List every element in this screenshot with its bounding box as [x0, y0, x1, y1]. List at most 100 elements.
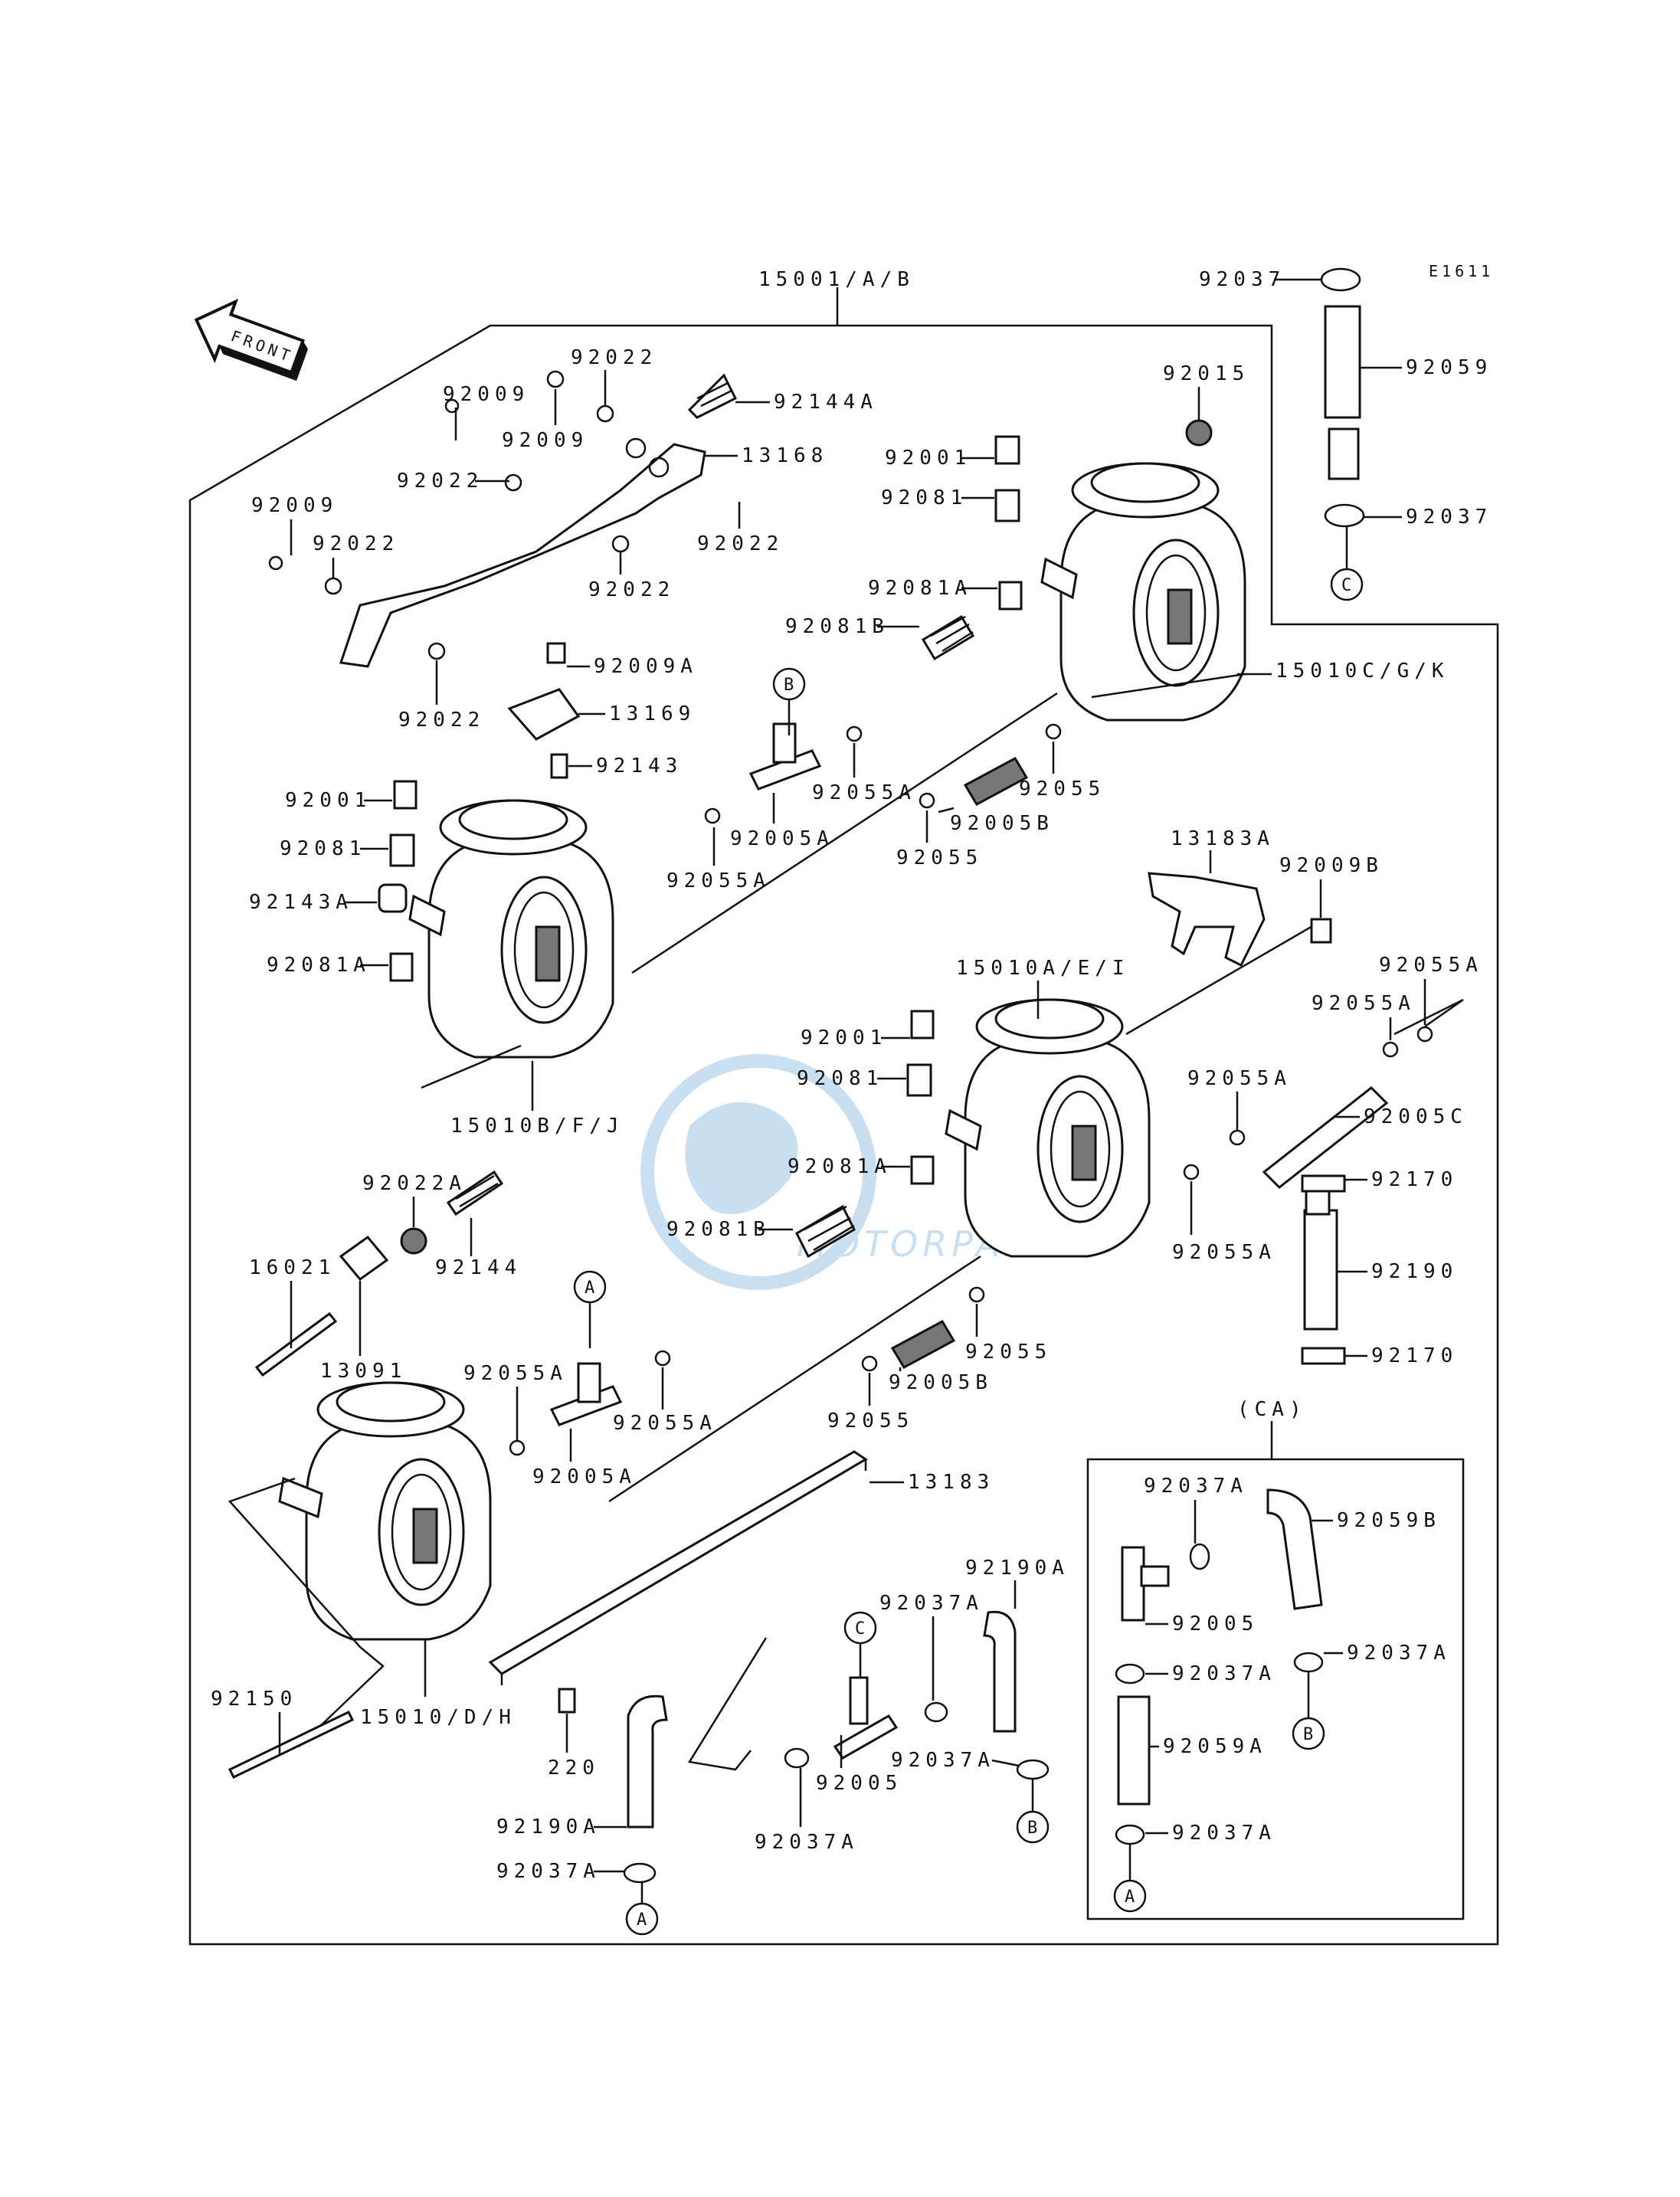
- label-92081-b: 92081: [280, 837, 366, 860]
- label-92009-a: 92009: [443, 383, 529, 406]
- label-92055A-c: 92055A: [1379, 954, 1483, 977]
- carburetor-3: [945, 998, 1151, 1258]
- carburetor-1: [1040, 462, 1246, 722]
- label-92037A-b: 92037A: [755, 1831, 859, 1854]
- label-ca-92037A-1: 92037A: [1144, 1475, 1248, 1498]
- bolt-16021: [254, 1311, 338, 1377]
- label-92143: 92143: [596, 755, 683, 778]
- label-92009B: 92009B: [1279, 854, 1384, 877]
- label-92037A-c: 92037A: [879, 1592, 984, 1615]
- label-92190: 92190: [1371, 1260, 1458, 1283]
- fitting-92005-tee: [833, 1714, 899, 1760]
- part-labels: 92037 92059 92037 92015 92022 92009 9200…: [211, 268, 1492, 1883]
- hose-92059-lower: [1328, 427, 1360, 480]
- label-92009-c: 92009: [251, 494, 338, 517]
- carburetor-2: [408, 799, 614, 1059]
- filter-92005B-upper: [963, 757, 1029, 806]
- assembly-label: 15001/A/B: [758, 268, 915, 291]
- label-92055-d: 92055: [965, 1341, 1052, 1364]
- label-16021: 16021: [249, 1256, 336, 1279]
- spring-92081B-upper: [921, 614, 975, 661]
- screw-220: [558, 1688, 576, 1714]
- carburetor-4: [278, 1381, 492, 1641]
- label-92022-d: 92022: [697, 532, 784, 555]
- label-92009-b: 92009: [502, 429, 588, 452]
- label-92081B-b: 92081B: [666, 1218, 771, 1241]
- label-92022-f: 92022: [398, 709, 485, 732]
- label-92037A-a: 92037A: [496, 1860, 601, 1883]
- screw-92009B: [1310, 918, 1332, 944]
- bolt-92150: [228, 1711, 355, 1779]
- part-13169: [507, 688, 581, 741]
- label-92170-a: 92170: [1371, 1168, 1458, 1191]
- ref-c-2: C: [855, 1619, 865, 1639]
- nut-92015: [1185, 419, 1213, 447]
- label-92055-b: 92055: [896, 846, 983, 869]
- label-92055A-a: 92055A: [666, 869, 771, 892]
- label-92022A: 92022A: [362, 1172, 467, 1195]
- carb-3-label: 15010A/E/I: [956, 957, 1130, 980]
- label-ca-92059B: 92059B: [1337, 1509, 1441, 1532]
- carb-4-label: 15010/D/H: [360, 1706, 516, 1729]
- label-92081A-b: 92081A: [267, 954, 371, 977]
- label-92055A-e: 92055A: [1187, 1067, 1292, 1090]
- ref-b-2: B: [1027, 1819, 1037, 1838]
- filter-92005B-lower: [890, 1320, 956, 1369]
- label-92005B-b: 92005B: [889, 1371, 993, 1394]
- carb-1-label: 15010C/G/K: [1276, 660, 1449, 683]
- spring-92144: [446, 1170, 504, 1216]
- part-13091: [339, 1235, 389, 1282]
- assembly-outline: [188, 324, 1499, 1946]
- label-92005C: 92005C: [1364, 1105, 1468, 1128]
- ref-b-1: B: [784, 676, 794, 695]
- label-92005-a: 92005: [816, 1772, 902, 1795]
- o-rings: [268, 370, 1433, 1456]
- screw-92001-2: [393, 780, 418, 810]
- hose-92059B: [1266, 1488, 1323, 1610]
- label-92055A-g: 92055A: [463, 1362, 568, 1385]
- label-92001-c: 92001: [801, 1026, 887, 1049]
- ref-circles: C B A C B A B A: [573, 526, 1364, 1936]
- hose-92190A-right: [983, 1610, 1017, 1733]
- label-92005A-b: 92005A: [532, 1465, 637, 1488]
- label-ca-92005: 92005: [1172, 1613, 1259, 1635]
- label-92022-c: 92022: [313, 532, 399, 555]
- spring-92081A-2: [389, 952, 414, 982]
- label-92055-a: 92055: [1019, 778, 1105, 801]
- ref-a-3: A: [1125, 1888, 1135, 1907]
- label-92001-a: 92001: [885, 447, 971, 470]
- hose-92059: [1324, 305, 1361, 419]
- spring-92081B-lower: [795, 1204, 856, 1259]
- label-92081-a: 92081: [881, 486, 968, 509]
- label-13169: 13169: [609, 702, 696, 725]
- label-92005A-a: 92005A: [730, 827, 834, 850]
- label-ca-92059A: 92059A: [1163, 1735, 1267, 1758]
- label-92170-b: 92170: [1371, 1344, 1458, 1367]
- label-92055A-d: 92055A: [1312, 992, 1416, 1015]
- fitting-92005-ca: [1121, 1546, 1145, 1622]
- bracket-13168: [339, 443, 706, 668]
- hose-92190A-left: [627, 1694, 668, 1829]
- label-92059: 92059: [1406, 356, 1492, 379]
- label-ca-92037A-2: 92037A: [1172, 1662, 1276, 1685]
- label-92144A: 92144A: [774, 391, 878, 414]
- ref-c-1: C: [1341, 576, 1351, 595]
- label-92055A-f: 92055A: [1172, 1241, 1276, 1264]
- label-92015: 92015: [1163, 362, 1249, 385]
- label-92144: 92144: [435, 1256, 522, 1279]
- label-13183: 13183: [908, 1471, 994, 1494]
- label-13168: 13168: [742, 444, 828, 467]
- screw-92001-1: [994, 435, 1020, 465]
- label-92055-c: 92055: [827, 1410, 914, 1432]
- label-92037A-d: 92037A: [891, 1749, 995, 1772]
- label-220: 220: [548, 1757, 600, 1780]
- label-92009A: 92009A: [594, 655, 698, 678]
- ca-box: [1086, 1458, 1465, 1920]
- screw-92001-3: [910, 1010, 935, 1040]
- drawing-code: E1611: [1429, 262, 1494, 280]
- label-92022-b: 92022: [397, 470, 483, 493]
- hose-92190: [1303, 1209, 1338, 1331]
- spring-92081A-3: [910, 1155, 935, 1185]
- ref-a-2: A: [637, 1911, 647, 1930]
- label-92005B-a: 92005B: [950, 812, 1054, 835]
